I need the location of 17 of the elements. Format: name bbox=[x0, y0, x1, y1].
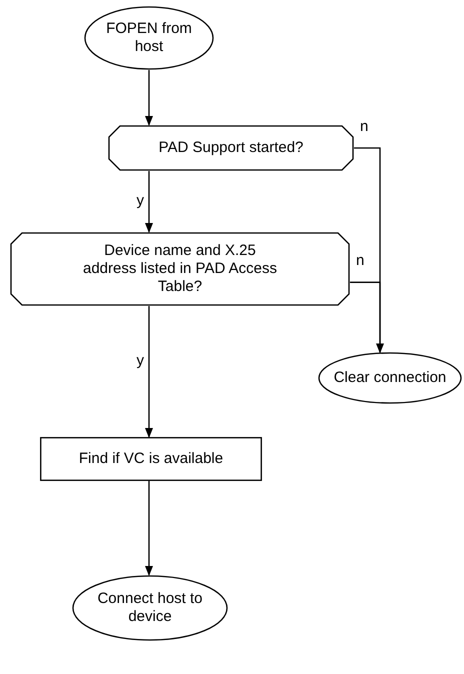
arrow bbox=[145, 306, 153, 438]
terminal-ellipse bbox=[84, 6, 214, 70]
decision-box bbox=[108, 125, 354, 171]
process-box bbox=[40, 437, 262, 481]
node-text: Connect host to device bbox=[96, 590, 204, 626]
terminal-ellipse bbox=[318, 352, 462, 404]
decision-box bbox=[10, 232, 350, 306]
arrow bbox=[145, 171, 153, 233]
arrow bbox=[145, 70, 153, 126]
arrow bbox=[145, 481, 153, 576]
node-text: Find if VC is available bbox=[78, 450, 224, 468]
arrow bbox=[350, 282, 384, 354]
node-text: FOPEN from host bbox=[105, 20, 193, 56]
node-text: Clear connection bbox=[334, 369, 446, 387]
node-text: PAD Support started? bbox=[158, 139, 304, 157]
node-text: Device name and X.25 address listed in PAD Access Table? bbox=[82, 242, 278, 296]
terminal-ellipse bbox=[72, 575, 228, 641]
